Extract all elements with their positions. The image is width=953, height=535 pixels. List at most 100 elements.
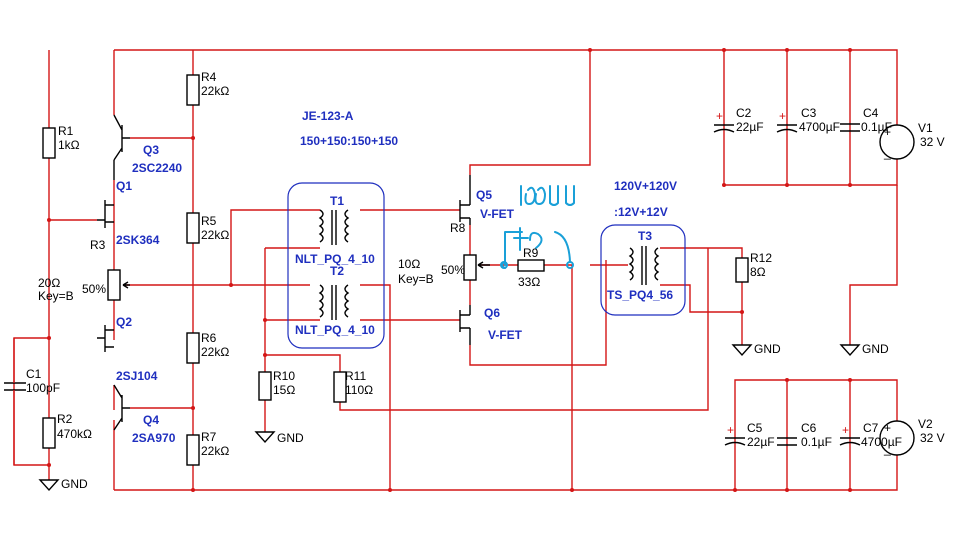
r7-ref: R7 — [201, 430, 217, 444]
resistor-r10 — [258, 371, 272, 401]
r3-percent: 50% — [82, 282, 106, 296]
v1-value: 32 V — [920, 135, 945, 149]
q1-part: 2SK364 — [116, 233, 160, 247]
capacitor-c1 — [4, 338, 26, 465]
potentiometer-r3 — [107, 269, 121, 301]
r2-value: 470kΩ — [57, 427, 92, 441]
t3-ratio-line1: 120V+120V — [614, 179, 677, 193]
transistor-q2 — [97, 325, 114, 352]
q1-ref: Q1 — [116, 179, 132, 193]
transformer-box-t1-t2 — [287, 182, 385, 349]
r3-ref: R3 — [90, 238, 106, 252]
r8-value: 10Ω — [398, 257, 420, 271]
c4-value: 0.1µF — [861, 120, 892, 134]
r9-value: 33Ω — [518, 275, 540, 289]
transistor-q4 — [113, 384, 130, 431]
c7-value: 4700µF — [861, 435, 902, 449]
r10-value: 15Ω — [273, 383, 295, 397]
t2-part: NLT_PQ_4_10 — [295, 323, 375, 337]
q6-ref: Q6 — [484, 306, 500, 320]
q6-part: V-FET — [488, 328, 523, 342]
r10-ref: R10 — [273, 369, 295, 383]
q2-part: 2SJ104 — [116, 369, 158, 383]
r2-ref: R2 — [57, 412, 73, 426]
c7-ref: C7 — [863, 421, 879, 435]
gnd-label: GND — [754, 342, 781, 356]
t2-ref: T2 — [330, 264, 344, 278]
ground-symbol — [254, 431, 276, 444]
resistor-r5 — [186, 212, 200, 244]
svg-text:+: + — [716, 109, 723, 123]
transformer-ratio-note: 150+150:150+150 — [300, 134, 398, 148]
transformer-t1 — [318, 209, 350, 245]
r8-ref: R8 — [450, 221, 466, 235]
svg-text:+: + — [884, 421, 891, 435]
r8-percent: 50% — [441, 263, 465, 277]
c6-value: 0.1µF — [801, 435, 832, 449]
transistor-q5 — [459, 175, 471, 225]
svg-text:+: + — [842, 423, 849, 437]
q2-ref: Q2 — [116, 315, 132, 329]
svg-text:+: + — [727, 423, 734, 437]
q5-part: V-FET — [480, 207, 515, 221]
q4-part: 2SA970 — [132, 431, 176, 445]
transformer-t3 — [628, 246, 660, 285]
svg-text:+: + — [779, 109, 786, 123]
v2-value: 32 V — [920, 431, 945, 445]
voltage-source-v2: + _ — [879, 420, 915, 456]
r4-value: 22kΩ — [201, 84, 229, 98]
q4-ref: Q4 — [143, 413, 159, 427]
c1-value: 100pF — [26, 381, 60, 395]
wires — [13, 49, 898, 491]
transistor-q6 — [459, 305, 471, 345]
resistor-r12 — [735, 257, 749, 283]
r6-ref: R6 — [201, 331, 217, 345]
r1-ref: R1 — [58, 124, 74, 138]
r8-key: Key=B — [398, 272, 434, 286]
c2-ref: C2 — [736, 106, 752, 120]
r3-value: 20Ω — [38, 276, 60, 290]
r11-ref: R11 — [345, 369, 366, 383]
resistor-r7 — [186, 434, 200, 466]
r6-value: 22kΩ — [201, 345, 229, 359]
resistor-r9 — [517, 259, 545, 272]
r5-ref: R5 — [201, 214, 217, 228]
labels: JE-123-A 150+150:150+150 120V+120V :12V+… — [26, 70, 945, 491]
capacitor-c5: + — [724, 423, 746, 446]
resistor-r6 — [186, 332, 200, 364]
r7-value: 22kΩ — [201, 444, 229, 458]
r12-value: 8Ω — [750, 265, 766, 279]
c3-value: 4700µF — [799, 120, 840, 134]
v1-ref: V1 — [918, 121, 933, 135]
svg-text:_: _ — [883, 442, 891, 456]
c5-value: 22µF — [747, 435, 775, 449]
capacitor-c3: + — [776, 109, 798, 133]
resistor-r11 — [333, 371, 347, 403]
c4-ref: C4 — [863, 106, 879, 120]
t1-ref: T1 — [330, 194, 344, 208]
c2-value: 22µF — [736, 120, 764, 134]
capacitor-c7: + — [839, 423, 861, 446]
c5-ref: C5 — [747, 421, 763, 435]
gnd-label: GND — [862, 342, 889, 356]
transistors — [97, 114, 471, 431]
q3-part: 2SC2240 — [132, 161, 182, 175]
ground-symbol — [731, 344, 753, 357]
potentiometer-r8 — [463, 254, 477, 281]
t3-ratio-line2: :12V+12V — [614, 205, 668, 219]
capacitor-c4 — [840, 123, 860, 132]
q5-ref: Q5 — [476, 188, 492, 202]
t3-ref: T3 — [638, 229, 652, 243]
circuit-title: JE-123-A — [302, 109, 354, 123]
r11-value: 110Ω — [345, 383, 373, 397]
resistor-r1 — [42, 127, 56, 159]
capacitor-c2: + — [713, 109, 735, 133]
r5-value: 22kΩ — [201, 228, 229, 242]
q3-ref: Q3 — [143, 143, 159, 157]
svg-text:_: _ — [883, 146, 891, 160]
transistor-q1 — [97, 200, 114, 228]
grounds — [38, 344, 861, 492]
v2-ref: V2 — [918, 417, 933, 431]
ground-symbol — [38, 479, 60, 492]
